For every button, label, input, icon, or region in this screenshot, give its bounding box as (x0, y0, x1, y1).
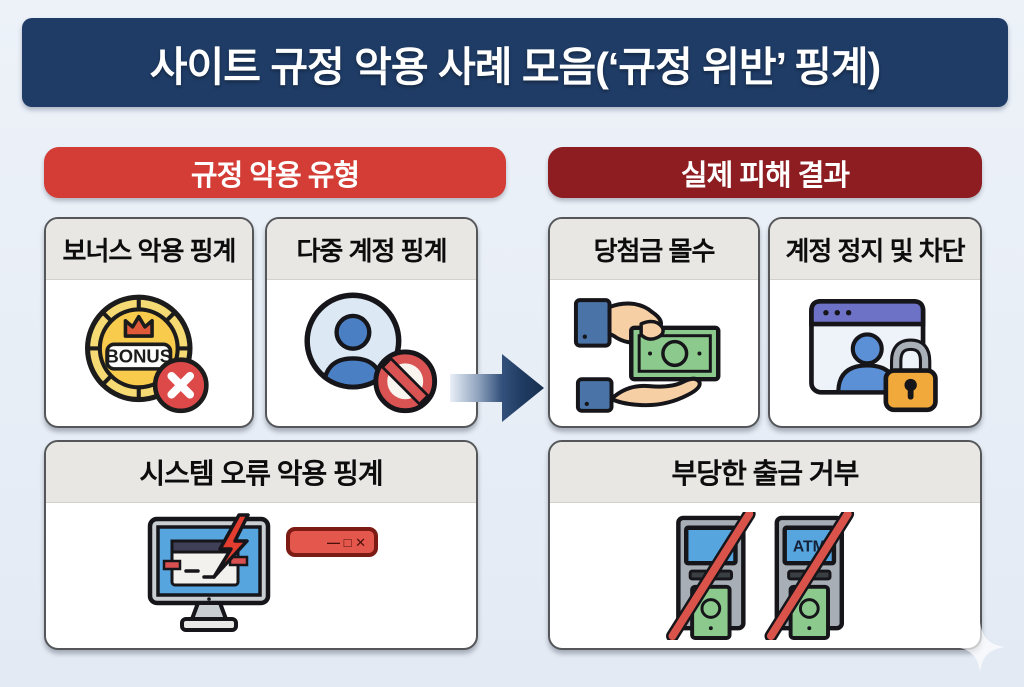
atm-blocked-icon: ATM (666, 511, 855, 640)
red-slash-icon (764, 511, 855, 640)
card-withdrawal-refusal: 부당한 출금 거부 ATM (548, 440, 982, 650)
card-system-error-abuse: 시스템 오류 악용 핑계 — □ ✕ (44, 440, 478, 650)
card-title: 시스템 오류 악용 핑계 (139, 458, 383, 489)
card-title: 당첨금 몰수 (593, 235, 716, 266)
right-column-header-label: 실제 피해 결과 (680, 159, 850, 192)
x-mark-icon (167, 371, 195, 399)
card-bonus-abuse: 보너스 악용 핑계 BONUS (44, 217, 254, 428)
padlock-icon (883, 338, 938, 413)
left-column-header: 규정 악용 유형 (44, 147, 506, 198)
card-title: 부당한 출금 거부 (671, 458, 860, 489)
no-sign-icon (372, 349, 437, 414)
multi-account-blocked-icon (303, 292, 437, 414)
sparkle-decoration-icon (955, 622, 1005, 672)
red-slash-icon (666, 511, 756, 640)
error-bar-controls: — □ ✕ (327, 535, 366, 550)
error-bar-icon: — □ ✕ (286, 526, 378, 557)
right-column-header: 실제 피해 결과 (548, 147, 982, 198)
card-multi-account-header: 다중 계정 핑계 (267, 219, 476, 280)
card-multi-account: 다중 계정 핑계 (265, 217, 478, 428)
card-account-suspension-header: 계정 정지 및 차단 (770, 219, 980, 280)
card-title: 보너스 악용 핑계 (62, 235, 237, 266)
page-title: 사이트 규정 악용 사례 모음(‘규정 위반’ 핑계) (149, 43, 881, 90)
card-winnings-confiscation-header: 당첨금 몰수 (550, 219, 758, 280)
bonus-coin-blocked-icon: BONUS (84, 294, 209, 414)
card-withdrawal-refusal-header: 부당한 출금 거부 (550, 442, 980, 503)
card-title: 다중 계정 핑계 (296, 235, 448, 266)
card-system-error-abuse-header: 시스템 오류 악용 핑계 (46, 442, 476, 503)
system-error-icon: — □ ✕ (147, 512, 378, 632)
flow-arrow-icon (450, 348, 548, 428)
account-locked-icon (809, 299, 938, 413)
card-title: 계정 정지 및 차단 (785, 235, 965, 266)
lightning-icon (212, 512, 250, 579)
card-winnings-confiscation: 당첨금 몰수 (548, 217, 760, 428)
card-bonus-abuse-header: 보너스 악용 핑계 (46, 219, 252, 280)
money-hands-icon (573, 298, 721, 413)
card-account-suspension: 계정 정지 및 차단 (768, 217, 982, 428)
bonus-coin-label: BONUS (105, 346, 172, 367)
left-column-header-label: 규정 악용 유형 (190, 159, 360, 192)
title-banner: 사이트 규정 악용 사례 모음(‘규정 위반’ 핑계) (22, 18, 1008, 107)
